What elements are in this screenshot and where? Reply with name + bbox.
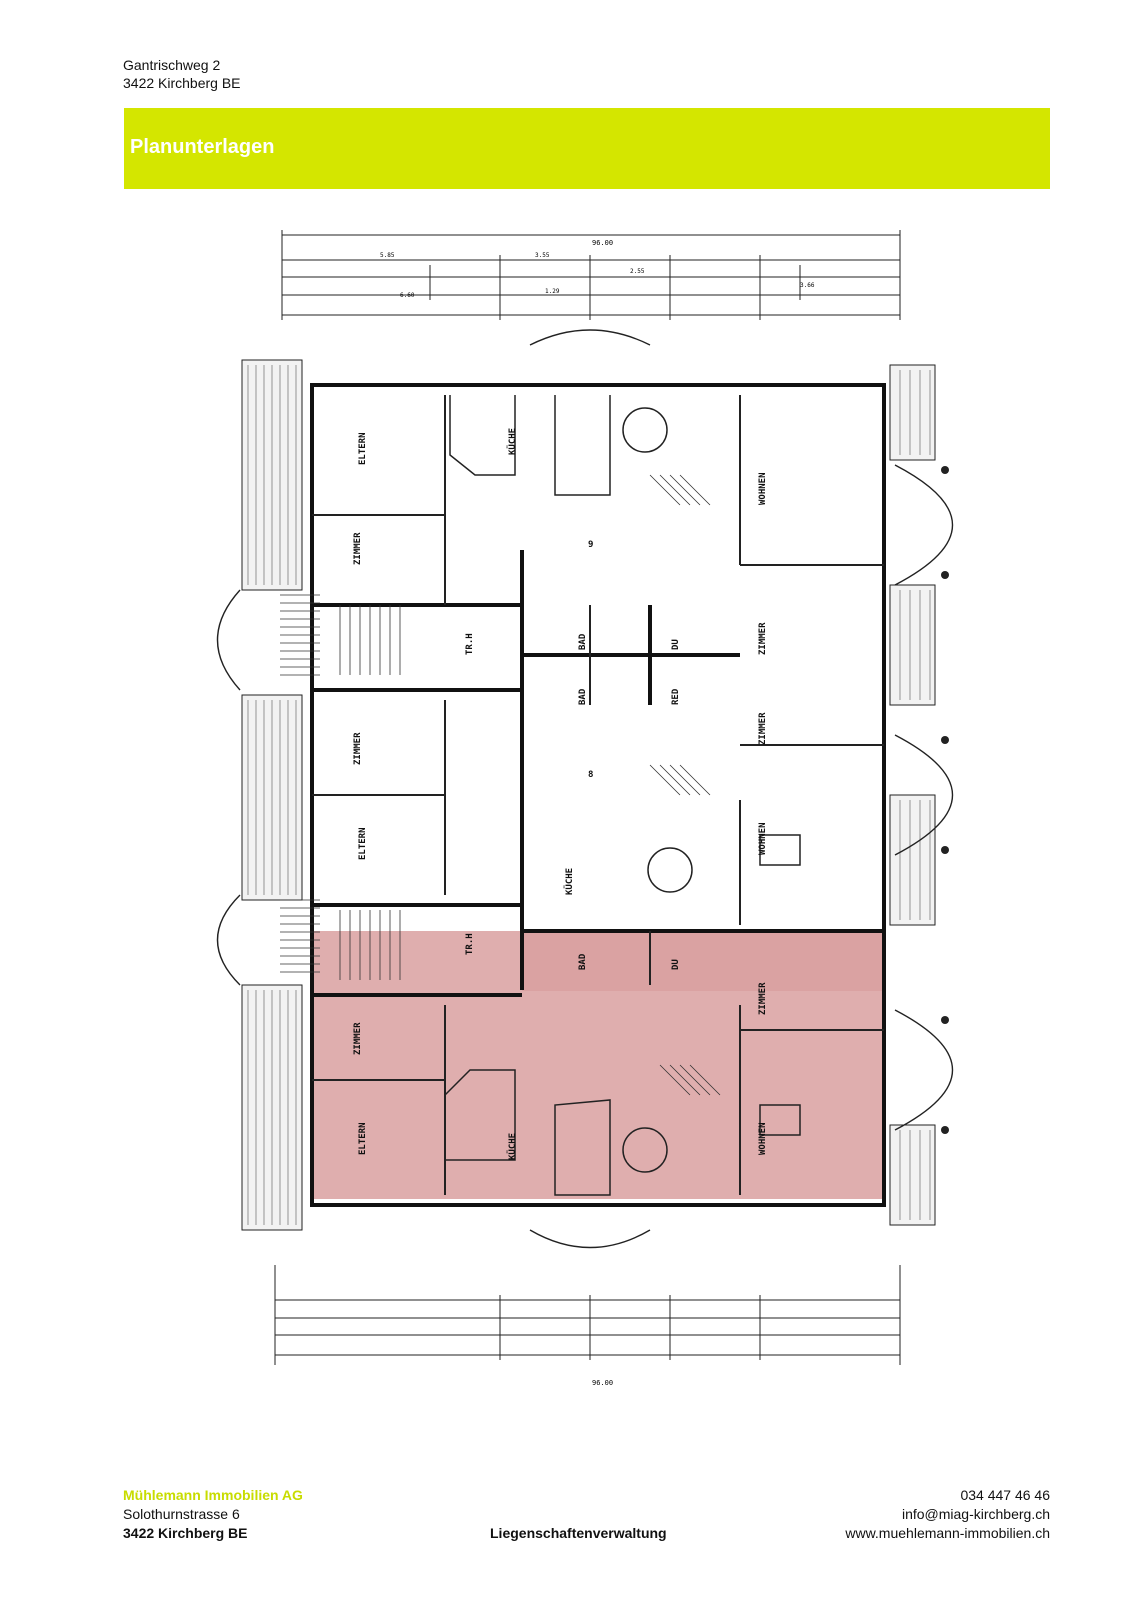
floor-plan-drawing: 96.00 5.85 3.55 2.55 3.66 1.29 6.60 96.0… xyxy=(216,230,953,1387)
room-du-lower: DU xyxy=(671,959,681,970)
room-red-middle: RED xyxy=(671,688,681,705)
footer-phone: 034 447 46 46 xyxy=(960,1487,1050,1503)
room-zimmer-middle-left: ZIMMER xyxy=(353,732,363,765)
room-bad-middle: BAD xyxy=(578,688,588,705)
room-du-upper: DU xyxy=(671,639,681,650)
room-kueche-upper: KÜCHE xyxy=(507,428,518,455)
dim-top-a: 5.85 xyxy=(380,252,395,259)
header-address: Gantrischweg 2 3422 Kirchberg BE xyxy=(123,56,241,92)
dim-top-f: 6.60 xyxy=(400,292,415,299)
room-zimmer-upper-left: ZIMMER xyxy=(353,532,363,565)
footer-email[interactable]: info@miag-kirchberg.ch xyxy=(901,1506,1050,1522)
room-kueche-middle: KÜCHE xyxy=(564,868,575,895)
room-trh-middle: TR.H xyxy=(465,933,475,955)
room-trh-upper: TR.H xyxy=(465,633,475,655)
header-street: Gantrischweg 2 xyxy=(123,57,221,73)
room-zimmer-lower-right: ZIMMER xyxy=(758,982,768,1015)
unit-number-9: 9 xyxy=(588,540,593,550)
footer-company-name: Mühlemann Immobilien AG xyxy=(123,1487,303,1503)
header-city: 3422 Kirchberg BE xyxy=(123,75,241,91)
dim-top-c: 2.55 xyxy=(630,268,645,275)
room-eltern-upper: ELTERN xyxy=(358,432,368,465)
footer-website[interactable]: www.muehlemann-immobilien.ch xyxy=(845,1525,1050,1541)
footer-street: Solothurnstrasse 6 xyxy=(123,1506,240,1522)
room-bad-upper: BAD xyxy=(578,633,588,650)
room-wohnen-middle: WOHNEN xyxy=(758,822,768,855)
room-wohnen-lower: WOHNEN xyxy=(758,1122,768,1155)
dim-bottom-total: 96.00 xyxy=(592,1379,613,1387)
room-wohnen-upper: WOHNEN xyxy=(758,472,768,505)
room-kueche-lower: KÜCHE xyxy=(507,1133,518,1160)
footer-department: Liegenschaftenverwaltung xyxy=(490,1525,667,1541)
floor-plan: 96.00 5.85 3.55 2.55 3.66 1.29 6.60 96.0… xyxy=(200,225,1020,1395)
footer-city: 3422 Kirchberg BE xyxy=(123,1525,248,1541)
dim-top-b: 3.55 xyxy=(535,252,550,259)
room-eltern-middle: ELTERN xyxy=(358,827,368,860)
footer-contact-block: 034 447 46 46 info@miag-kirchberg.ch www… xyxy=(845,1486,1050,1543)
room-zimmer-middle-right: ZIMMER xyxy=(758,712,768,745)
unit-number-8: 8 xyxy=(588,770,593,780)
footer-company-block: Mühlemann Immobilien AG Solothurnstrasse… xyxy=(123,1486,303,1543)
section-banner: Planunterlagen xyxy=(124,108,1050,189)
room-zimmer-lower-left: ZIMMER xyxy=(353,1022,363,1055)
banner-title: Planunterlagen xyxy=(130,136,275,158)
dim-top-total: 96.00 xyxy=(592,239,613,247)
dim-top-e: 1.29 xyxy=(545,288,560,295)
dim-top-d: 3.66 xyxy=(800,282,815,289)
room-eltern-lower: ELTERN xyxy=(358,1122,368,1155)
room-zimmer-upper-right: ZIMMER xyxy=(758,622,768,655)
room-bad-lower: BAD xyxy=(578,953,588,970)
